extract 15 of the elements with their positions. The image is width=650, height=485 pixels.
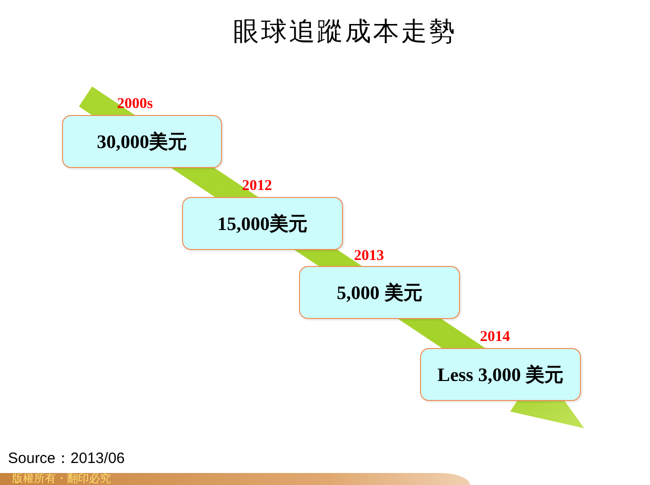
year-label: 2013 — [354, 248, 384, 264]
price-box — [182, 197, 343, 250]
copyright-notice: 版權所有・翻印必究 — [12, 473, 111, 485]
price-text: 5,000 美元 — [336, 281, 422, 306]
price-text: 15,000美元 — [217, 212, 308, 236]
price-box — [420, 348, 581, 401]
year-label: 2000s — [117, 96, 153, 112]
year-label: 2012 — [242, 178, 272, 194]
source-note: Source：2013/06 — [8, 450, 125, 468]
price-box — [62, 115, 222, 168]
price-text: Less 3,000 美元 — [437, 363, 564, 388]
title: 眼球追蹤成本走勢 — [232, 16, 458, 49]
price-box — [299, 266, 460, 319]
year-label: 2014 — [480, 329, 510, 345]
price-text: 30,000美元 — [96, 130, 188, 154]
